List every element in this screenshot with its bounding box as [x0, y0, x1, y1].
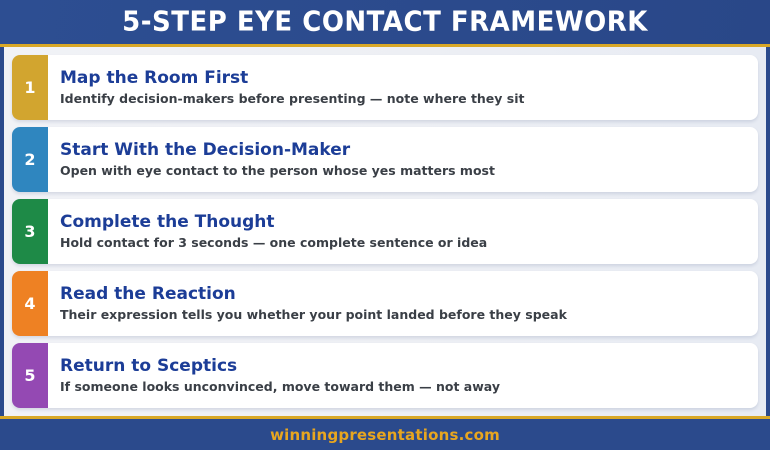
step-description: If someone looks unconvinced, move towar… [60, 379, 500, 395]
step-body: Map the Room First Identify decision-mak… [48, 55, 758, 120]
step-number-badge: 1 [12, 55, 48, 120]
gold-divider-bottom [0, 416, 770, 419]
page-title: 5-STEP EYE CONTACT FRAMEWORK [122, 6, 648, 38]
step-number-badge: 2 [12, 127, 48, 192]
step-title: Start With the Decision-Maker [60, 139, 351, 160]
step-body: Complete the Thought Hold contact for 3 … [48, 199, 758, 264]
step-body: Read the Reaction Their expression tells… [48, 271, 758, 336]
step-number-badge: 5 [12, 343, 48, 408]
header-banner: 5-STEP EYE CONTACT FRAMEWORK [0, 0, 770, 44]
step-row: 5 Return to Sceptics If someone looks un… [12, 343, 758, 408]
step-body: Start With the Decision-Maker Open with … [48, 127, 758, 192]
footer-banner: winningpresentations.com [0, 419, 770, 450]
step-row: 3 Complete the Thought Hold contact for … [12, 199, 758, 264]
step-title: Complete the Thought [60, 211, 275, 232]
step-title: Return to Sceptics [60, 355, 238, 376]
step-description: Their expression tells you whether your … [60, 307, 567, 323]
step-row: 4 Read the Reaction Their expression tel… [12, 271, 758, 336]
step-title: Map the Room First [60, 67, 249, 88]
step-description: Hold contact for 3 seconds — one complet… [60, 235, 488, 251]
step-body: Return to Sceptics If someone looks unco… [48, 343, 758, 408]
step-description: Open with eye contact to the person whos… [60, 163, 495, 179]
gold-divider-top [0, 44, 770, 47]
step-number-badge: 3 [12, 199, 48, 264]
step-number-badge: 4 [12, 271, 48, 336]
step-description: Identify decision-makers before presenti… [60, 91, 525, 107]
steps-list: 1 Map the Room First Identify decision-m… [0, 47, 770, 416]
step-row: 1 Map the Room First Identify decision-m… [12, 55, 758, 120]
step-title: Read the Reaction [60, 283, 236, 304]
website-url: winningpresentations.com [270, 425, 500, 444]
step-row: 2 Start With the Decision-Maker Open wit… [12, 127, 758, 192]
